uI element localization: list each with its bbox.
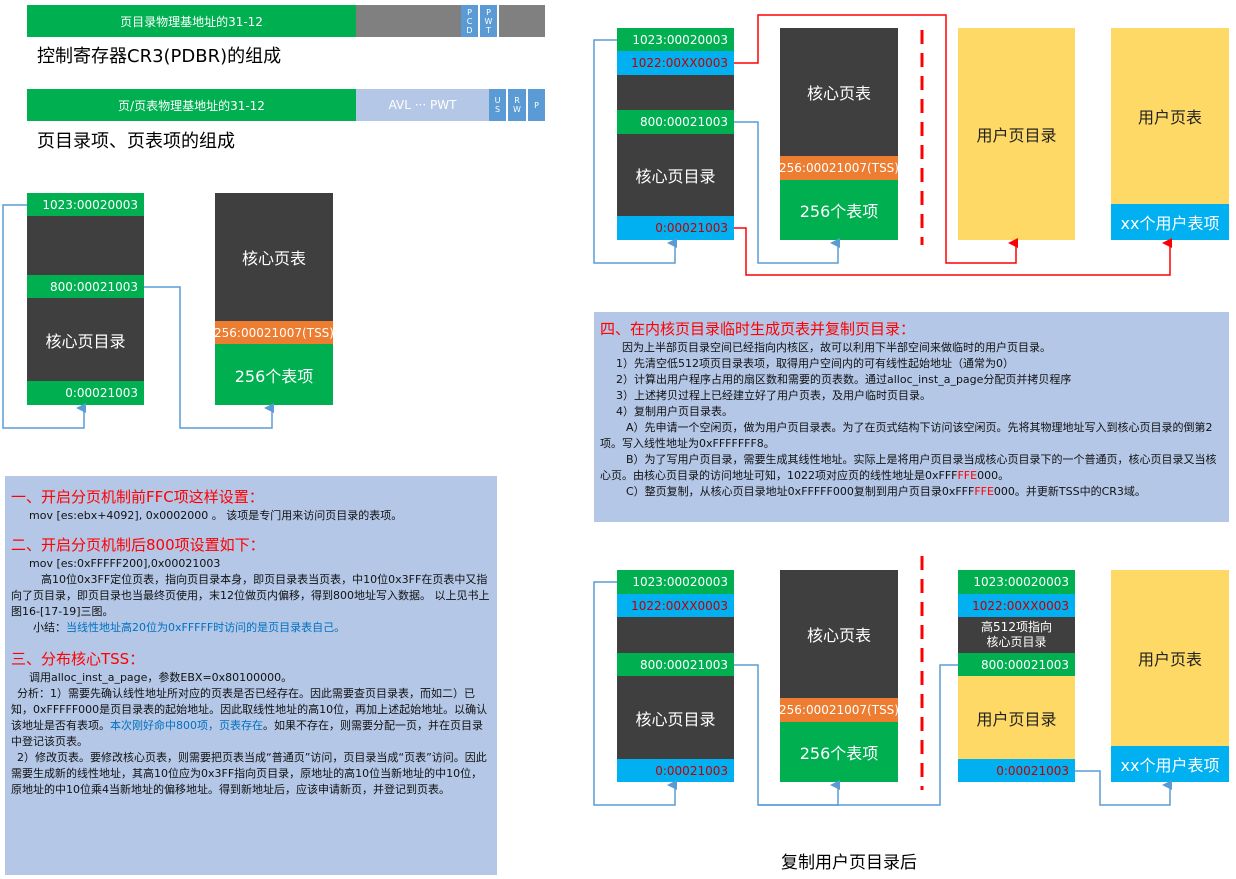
c-dir-label: 核心页目录 (617, 676, 734, 759)
a-dir-block-upper (27, 216, 144, 275)
cr3-base-label: 页目录物理基地址的31-12 (120, 14, 263, 29)
c-dir-entry-0: 0:00021003 (617, 759, 734, 782)
note-left-summary: 小结：当线性地址高20位为0xFFFFF时访问的是页目录表自己。 (33, 621, 346, 634)
b-link-800-to-table (734, 121, 840, 264)
c-dir-entry-800: 800:00021003 (617, 653, 734, 676)
note-left-analysis-2: 2）修改页表。要修改核心页表，则需要把页表当成“普通页”访问，页目录当成“页表”… (11, 751, 487, 796)
pde-base-field: 页/页表物理基地址的31-12 (27, 89, 356, 121)
note-left-line-3: 高10位0x3FF定位页表，指向页目录本身，即页目录表当页表，中10位0x3FF… (11, 573, 490, 618)
c-link-800-to-table (734, 664, 840, 806)
cr3-reserved-field (356, 5, 461, 37)
b-user-table: 用户页表 (1111, 28, 1229, 204)
c-link-1023-to-dir (593, 581, 677, 806)
cr3-caption: 控制寄存器CR3(PDBR)的组成 (37, 46, 282, 67)
c-user-dir-entry-0: 0:00021003 (958, 759, 1075, 782)
c-table-label: 核心页表 (780, 570, 898, 698)
a-table-label: 核心页表 (215, 193, 333, 321)
note-left-line-1: mov [es:ebx+4092], 0x0002000 。 该项是专门用来访问… (29, 509, 403, 522)
c-user-dir-entry-1022: 1022:00XX0003 (958, 594, 1075, 617)
a-table-count: 256个表项 (215, 344, 333, 405)
note-left-heading-1: 一、开启分页机制前FFC项这样设置： (11, 488, 264, 506)
a-dir-entry-1023: 1023:00020003 (27, 193, 144, 216)
note-right-p1: 1）先清空低512项页目录表项，取得用户空间内的可有线性起始地址（通常为0） (616, 357, 1014, 370)
a-link-800-to-table (144, 286, 274, 429)
note-right-p4: 4）复制用户页目录表。 (616, 405, 733, 418)
c-table-count: 256个表项 (780, 722, 898, 782)
note-right-pc: C）整页复制，从核心页目录地址0xFFFFF000复制到用户页目录0xFFFFF… (626, 485, 1146, 498)
note-left-heading-2: 二、开启分页机制后800项设置如下： (11, 536, 265, 554)
b-user-dir: 用户页目录 (958, 28, 1075, 240)
note-right-p2: 2）计算出用户程序占用的扇区数和需要的页表数。通过alloc_inst_a_pa… (616, 373, 1072, 386)
c-table-entry-256: 256:00021007(TSS) (779, 698, 899, 722)
a-dir-entry-800: 800:00021003 (27, 275, 144, 298)
pde-base-label: 页/页表物理基地址的31-12 (118, 98, 265, 113)
note-right: 四、在内核页目录临时生成页表并复制页目录： 因为上半部页目录空间已经指向内核区，… (594, 312, 1229, 522)
cr3-tail-field (499, 5, 545, 37)
b-user-table-count: xx个用户表项 (1111, 204, 1229, 240)
cr3-base-field: 页目录物理基地址的31-12 (27, 5, 356, 37)
b-dir-entry-1022: 1022:00XX0003 (617, 51, 734, 75)
pde-avl-label: AVL ··· PWT (388, 98, 457, 112)
c-user-dir-entry-1023: 1023:00020003 (958, 570, 1075, 594)
pde-caption: 页目录项、页表项的组成 (37, 131, 235, 152)
note-right-pa: A）先申请一个空闲页，做为用户页目录表。为了在页式结构下访问该空闲页。先将其物理… (600, 421, 1213, 450)
c-user-dir-high: 高512项指向 核心页目录 (958, 617, 1075, 653)
b-dir-entry-0: 0:00021003 (617, 216, 734, 240)
b-table-entry-256: 256:00021007(TSS) (779, 156, 899, 180)
note-left: 一、开启分页机制前FFC项这样设置： mov [es:ebx+4092], 0x… (5, 476, 497, 875)
c-caption: 复制用户页目录后 (781, 853, 917, 873)
b-dir-entry-800: 800:00021003 (617, 110, 734, 134)
c-dir-entry-1023: 1023:00020003 (617, 570, 734, 594)
b-table-count: 256个表项 (780, 180, 898, 240)
a-table-entry-256: 256:00021007(TSS) (214, 321, 334, 344)
b-link-1022-to-user-dir (734, 14, 1018, 264)
c-user-table-count: xx个用户表项 (1111, 746, 1229, 782)
a-dir-entry-0: 0:00021003 (27, 381, 144, 405)
note-left-heading-3: 三、分布核心TSS： (11, 650, 145, 668)
b-link-0-to-user-table (734, 227, 1172, 276)
pde-p-flag: P (528, 89, 545, 121)
note-right-heading: 四、在内核页目录临时生成页表并复制页目录： (600, 320, 916, 338)
c-dir-block-upper (617, 617, 734, 653)
c-user-dir-label: 用户页目录 (958, 676, 1075, 759)
b-dir-entry-1023: 1023:00020003 (617, 28, 734, 51)
note-right-p0: 因为上半部页目录空间已经指向内核区，故可以利用下半部空间来做临时的用户页目录。 (622, 341, 1051, 354)
b-dir-label: 核心页目录 (617, 134, 734, 216)
c-dir-entry-1022: 1022:00XX0003 (617, 594, 734, 617)
note-left-line-2: mov [es:0xFFFFF200],0x00021003 (29, 557, 221, 570)
a-dir-label: 核心页目录 (27, 298, 144, 381)
c-user-dir-entry-800: 800:00021003 (958, 653, 1075, 676)
a-link-1023-to-dir (2, 204, 86, 429)
pde-avl-field: AVL ··· PWT (356, 89, 489, 121)
note-right-p3: 3）上述拷贝过程上已经建立好了用户页表，及用户临时页目录。 (616, 389, 931, 402)
note-right-pb: B）为了写用户页目录，需要生成其线性地址。实际上是将用户页目录当成核心页目录下的… (600, 453, 1217, 482)
b-table-label: 核心页表 (780, 28, 898, 156)
c-link-user-0-to-user-table (1075, 770, 1172, 806)
c-link-user-800-to-table (758, 664, 958, 806)
b-dir-block-upper (617, 75, 734, 110)
b-link-1023-to-dir (593, 39, 677, 264)
note-left-line-5: 调用alloc_inst_a_page，参数EBX=0x80100000。 (29, 671, 293, 684)
c-user-table: 用户页表 (1111, 570, 1229, 746)
note-left-analysis-1: 分析：1）需要先确认线性地址所对应的页表是否已经存在。因此需要查页目录表，而如二… (11, 687, 488, 748)
